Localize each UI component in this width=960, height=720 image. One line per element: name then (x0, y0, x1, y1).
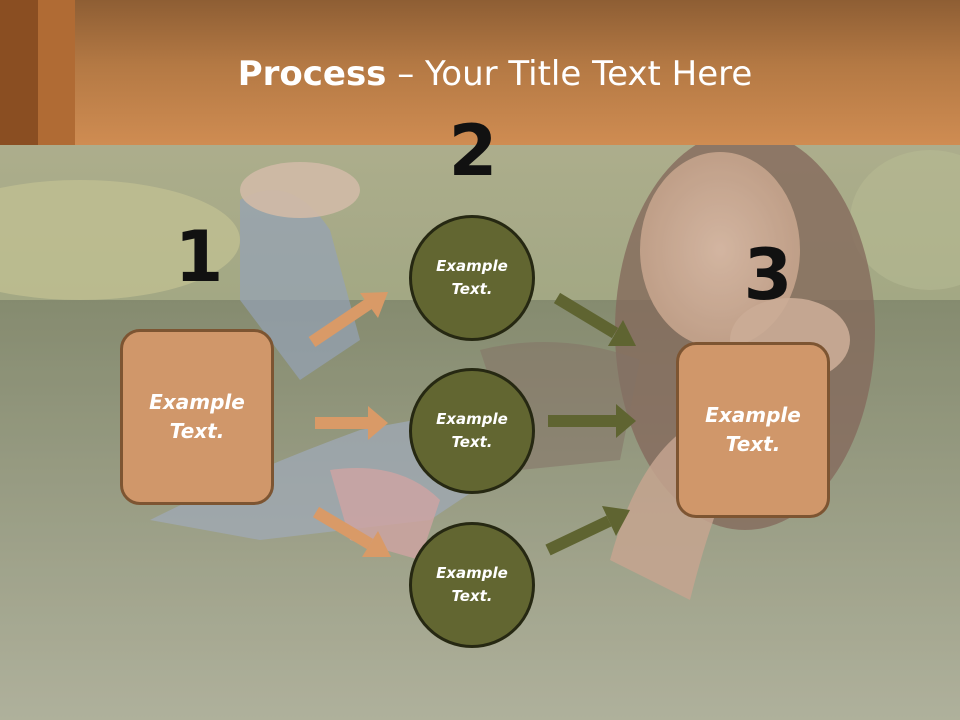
arrow-step1-to-bottom (312, 506, 391, 557)
step2-circle-middle: Example Text. (409, 368, 535, 494)
arrow-top-to-step3 (553, 292, 636, 346)
arrow-bottom-to-step3 (545, 506, 630, 556)
header-accent-strip (38, 0, 75, 145)
title-bold: Process (237, 54, 387, 94)
title-rest: – Your Title Text Here (386, 54, 753, 94)
step2-circle-bottom: Example Text. (409, 522, 535, 648)
slide-title: Process – Your Title Text Here (75, 52, 915, 96)
step-number-2: 2 (448, 110, 498, 192)
arrow-step1-to-top (308, 292, 388, 347)
arrow-middle-to-step3 (548, 404, 636, 438)
step1-box: Example Text. (120, 329, 274, 505)
step3-box: Example Text. (676, 342, 830, 518)
header-accent-strip (0, 0, 38, 145)
step2-circle-top: Example Text. (409, 215, 535, 341)
header-bar: Process – Your Title Text Here (0, 0, 960, 145)
step-number-3: 3 (743, 234, 793, 316)
arrow-step1-to-middle (315, 406, 388, 440)
step-number-1: 1 (174, 216, 224, 298)
